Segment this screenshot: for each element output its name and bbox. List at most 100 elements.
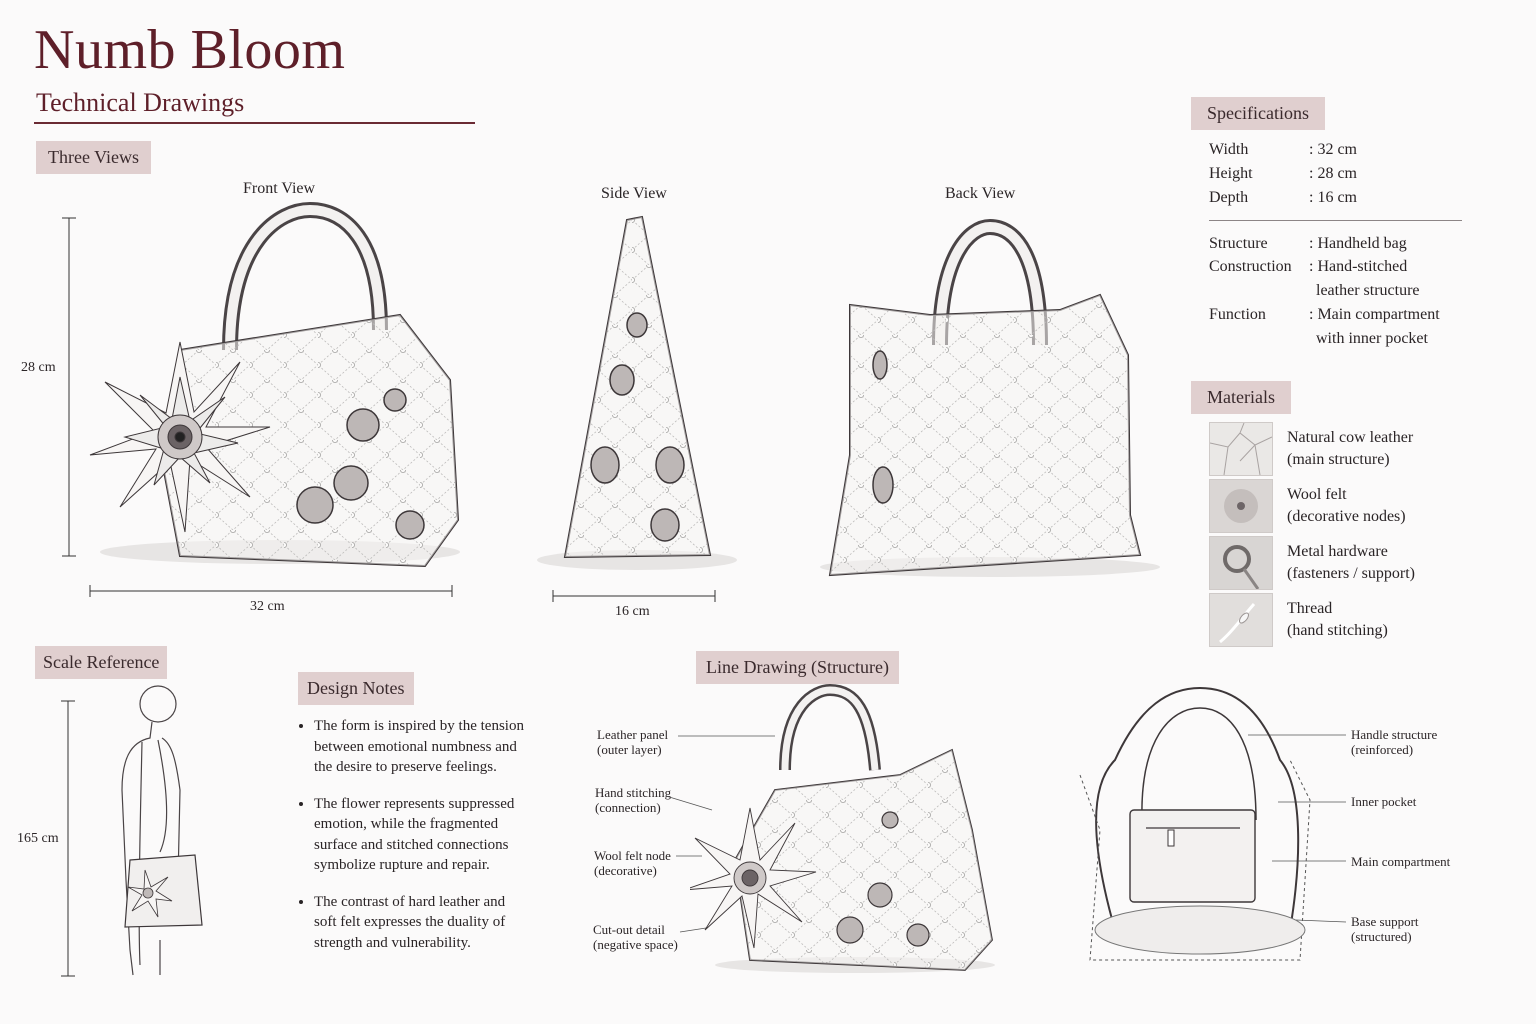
back-view-drawing: [820, 218, 1160, 577]
spec-divider: [1209, 220, 1462, 221]
scale-height-dim: 165 cm: [17, 831, 59, 847]
annotation-leather-panel: Leather panel(outer layer): [597, 727, 668, 757]
three-views-tag: Three Views: [36, 141, 152, 174]
spec-value: : 16 cm: [1309, 189, 1357, 206]
design-note-1: The form is inspired by the tension betwe…: [314, 716, 554, 778]
materials-tag: Materials: [1191, 381, 1291, 414]
design-note-3: The contrast of hard leather and soft fel…: [314, 892, 554, 954]
side-view-label: Side View: [601, 185, 667, 202]
annotation-label: Hand stitching: [595, 785, 672, 800]
note-line: The contrast of hard leather and: [314, 893, 506, 910]
spec-value: : 28 cm: [1309, 165, 1357, 182]
front-view-drawing: [89, 201, 460, 568]
design-notes-tag: Design Notes: [298, 672, 414, 705]
annotation-sublabel: (negative space): [593, 937, 678, 952]
annotation-wool-felt-node: Wool felt node(decorative): [594, 848, 671, 878]
material-item-leather: Natural cow leather (main structure): [1209, 420, 1415, 477]
annotation-label: Cut-out detail: [593, 922, 665, 937]
line-drawing-tag: Line Drawing (Structure): [696, 651, 899, 684]
spec-value-cont: leather structure: [1316, 282, 1420, 299]
spec-key: Structure: [1209, 235, 1268, 252]
annotation-base-support: Base support(structured): [1351, 914, 1419, 944]
annotation-label: Wool felt node: [594, 848, 671, 863]
title-divider: [34, 122, 475, 124]
annotation-sublabel: (decorative): [594, 863, 657, 878]
front-width-dim: 32 cm: [250, 599, 285, 614]
spec-row-function: Function : Main compartment: [1209, 303, 1489, 327]
annotation-main-compartment: Main compartment: [1351, 854, 1450, 869]
spec-key: Height: [1209, 165, 1253, 182]
front-height-dim: 28 cm: [21, 360, 56, 376]
spec-row-height: Height : 28 cm: [1209, 162, 1469, 186]
spec-row-structure: Structure : Handheld bag: [1209, 232, 1489, 256]
spec-row-construction: Construction : Hand-stitched: [1209, 255, 1489, 279]
material-name: Natural cow leather: [1287, 428, 1414, 446]
scale-reference-tag: Scale Reference: [35, 646, 168, 679]
thread-swatch-icon: [1209, 592, 1273, 647]
spec-value: : Handheld bag: [1309, 235, 1407, 252]
spec-key: Function: [1209, 306, 1266, 323]
side-view-drawing: [537, 215, 737, 570]
note-line: The flower represents suppressed: [314, 795, 515, 812]
scale-figure-drawing: [121, 685, 203, 976]
note-line: surface and stitched connections: [314, 836, 509, 853]
material-item-metal: Metal hardware (fasteners / support): [1209, 534, 1415, 591]
spec-details: Structure : Handheld bag Construction : Ha…: [1209, 232, 1489, 351]
spec-row-construction-cont: leather structure: [1209, 279, 1489, 303]
spec-key: Depth: [1209, 189, 1249, 206]
page-subtitle: Technical Drawings: [36, 88, 245, 117]
annotation-sublabel: (reinforced): [1351, 742, 1414, 757]
annotation-label: Handle structure: [1351, 727, 1438, 742]
ring-swatch-icon: [1209, 535, 1273, 590]
spec-row-depth: Depth : 16 cm: [1209, 186, 1469, 210]
material-name: Thread: [1287, 599, 1333, 617]
material-note: (fasteners / support): [1287, 564, 1415, 582]
spec-key: Width: [1209, 141, 1249, 158]
inner-pocket-shape: [1129, 809, 1256, 903]
note-line: The form is inspired by the tension: [314, 718, 524, 734]
note-line: the desire to preserve feelings.: [314, 759, 497, 775]
annotation-label: Inner pocket: [1351, 794, 1417, 809]
spec-dimensions: Width : 32 cm Height : 28 cm Depth : 16 cm: [1209, 138, 1469, 210]
design-note-2: The flower represents suppressed emotion,…: [314, 794, 554, 876]
specifications-tag: Specifications: [1191, 97, 1325, 130]
annotation-sublabel: (outer layer): [597, 742, 662, 757]
note-line: strength and vulnerability.: [314, 934, 471, 951]
spec-value: : Hand-stitched: [1309, 258, 1408, 275]
material-note: (main structure): [1287, 450, 1390, 468]
note-line: emotion, while the fragmented: [314, 816, 499, 832]
material-name: Wool felt: [1287, 485, 1347, 503]
leather-swatch-icon: [1209, 421, 1273, 476]
spec-row-function-cont: with inner pocket: [1209, 327, 1489, 351]
felt-swatch-icon: [1209, 478, 1273, 533]
note-line: between emotional numbness and: [314, 738, 517, 755]
material-item-thread: Thread (hand stitching): [1209, 591, 1415, 648]
spec-value: : 32 cm: [1309, 141, 1357, 158]
spec-row-width: Width : 32 cm: [1209, 138, 1469, 162]
annotation-label: Main compartment: [1351, 854, 1451, 869]
spec-value: : Main compartment: [1309, 306, 1440, 323]
material-name: Metal hardware: [1287, 542, 1388, 560]
note-line: soft felt expresses the duality of: [314, 914, 506, 930]
annotation-label: Base support: [1351, 914, 1419, 929]
structure-interior-drawing: [1079, 686, 1311, 961]
design-notes-list: The form is inspired by the tension betwe…: [297, 716, 554, 969]
annotation-hand-stitching: Hand stitching(connection): [595, 785, 671, 815]
annotation-label: Leather panel: [597, 727, 669, 742]
spec-key: Construction: [1209, 258, 1292, 275]
side-depth-dim: 16 cm: [615, 604, 650, 619]
material-note: (hand stitching): [1287, 621, 1388, 639]
annotation-sublabel: (connection): [595, 800, 661, 815]
spec-value-cont: with inner pocket: [1316, 330, 1428, 347]
annotation-handle-structure: Handle structure(reinforced): [1351, 727, 1437, 757]
note-line: symbolize rupture and repair.: [314, 857, 490, 873]
annotation-sublabel: (structured): [1351, 929, 1412, 944]
back-view-label: Back View: [945, 185, 1016, 202]
front-view-label: Front View: [243, 180, 316, 197]
annotation-cut-out-detail: Cut-out detail(negative space): [593, 922, 678, 952]
material-item-felt: Wool felt(decorative nodes): [1209, 477, 1415, 534]
page-title: Numb Bloom: [34, 19, 346, 81]
materials-list: Natural cow leather (main structure) Wool…: [1209, 420, 1415, 648]
structure-exterior-drawing: [690, 683, 995, 973]
